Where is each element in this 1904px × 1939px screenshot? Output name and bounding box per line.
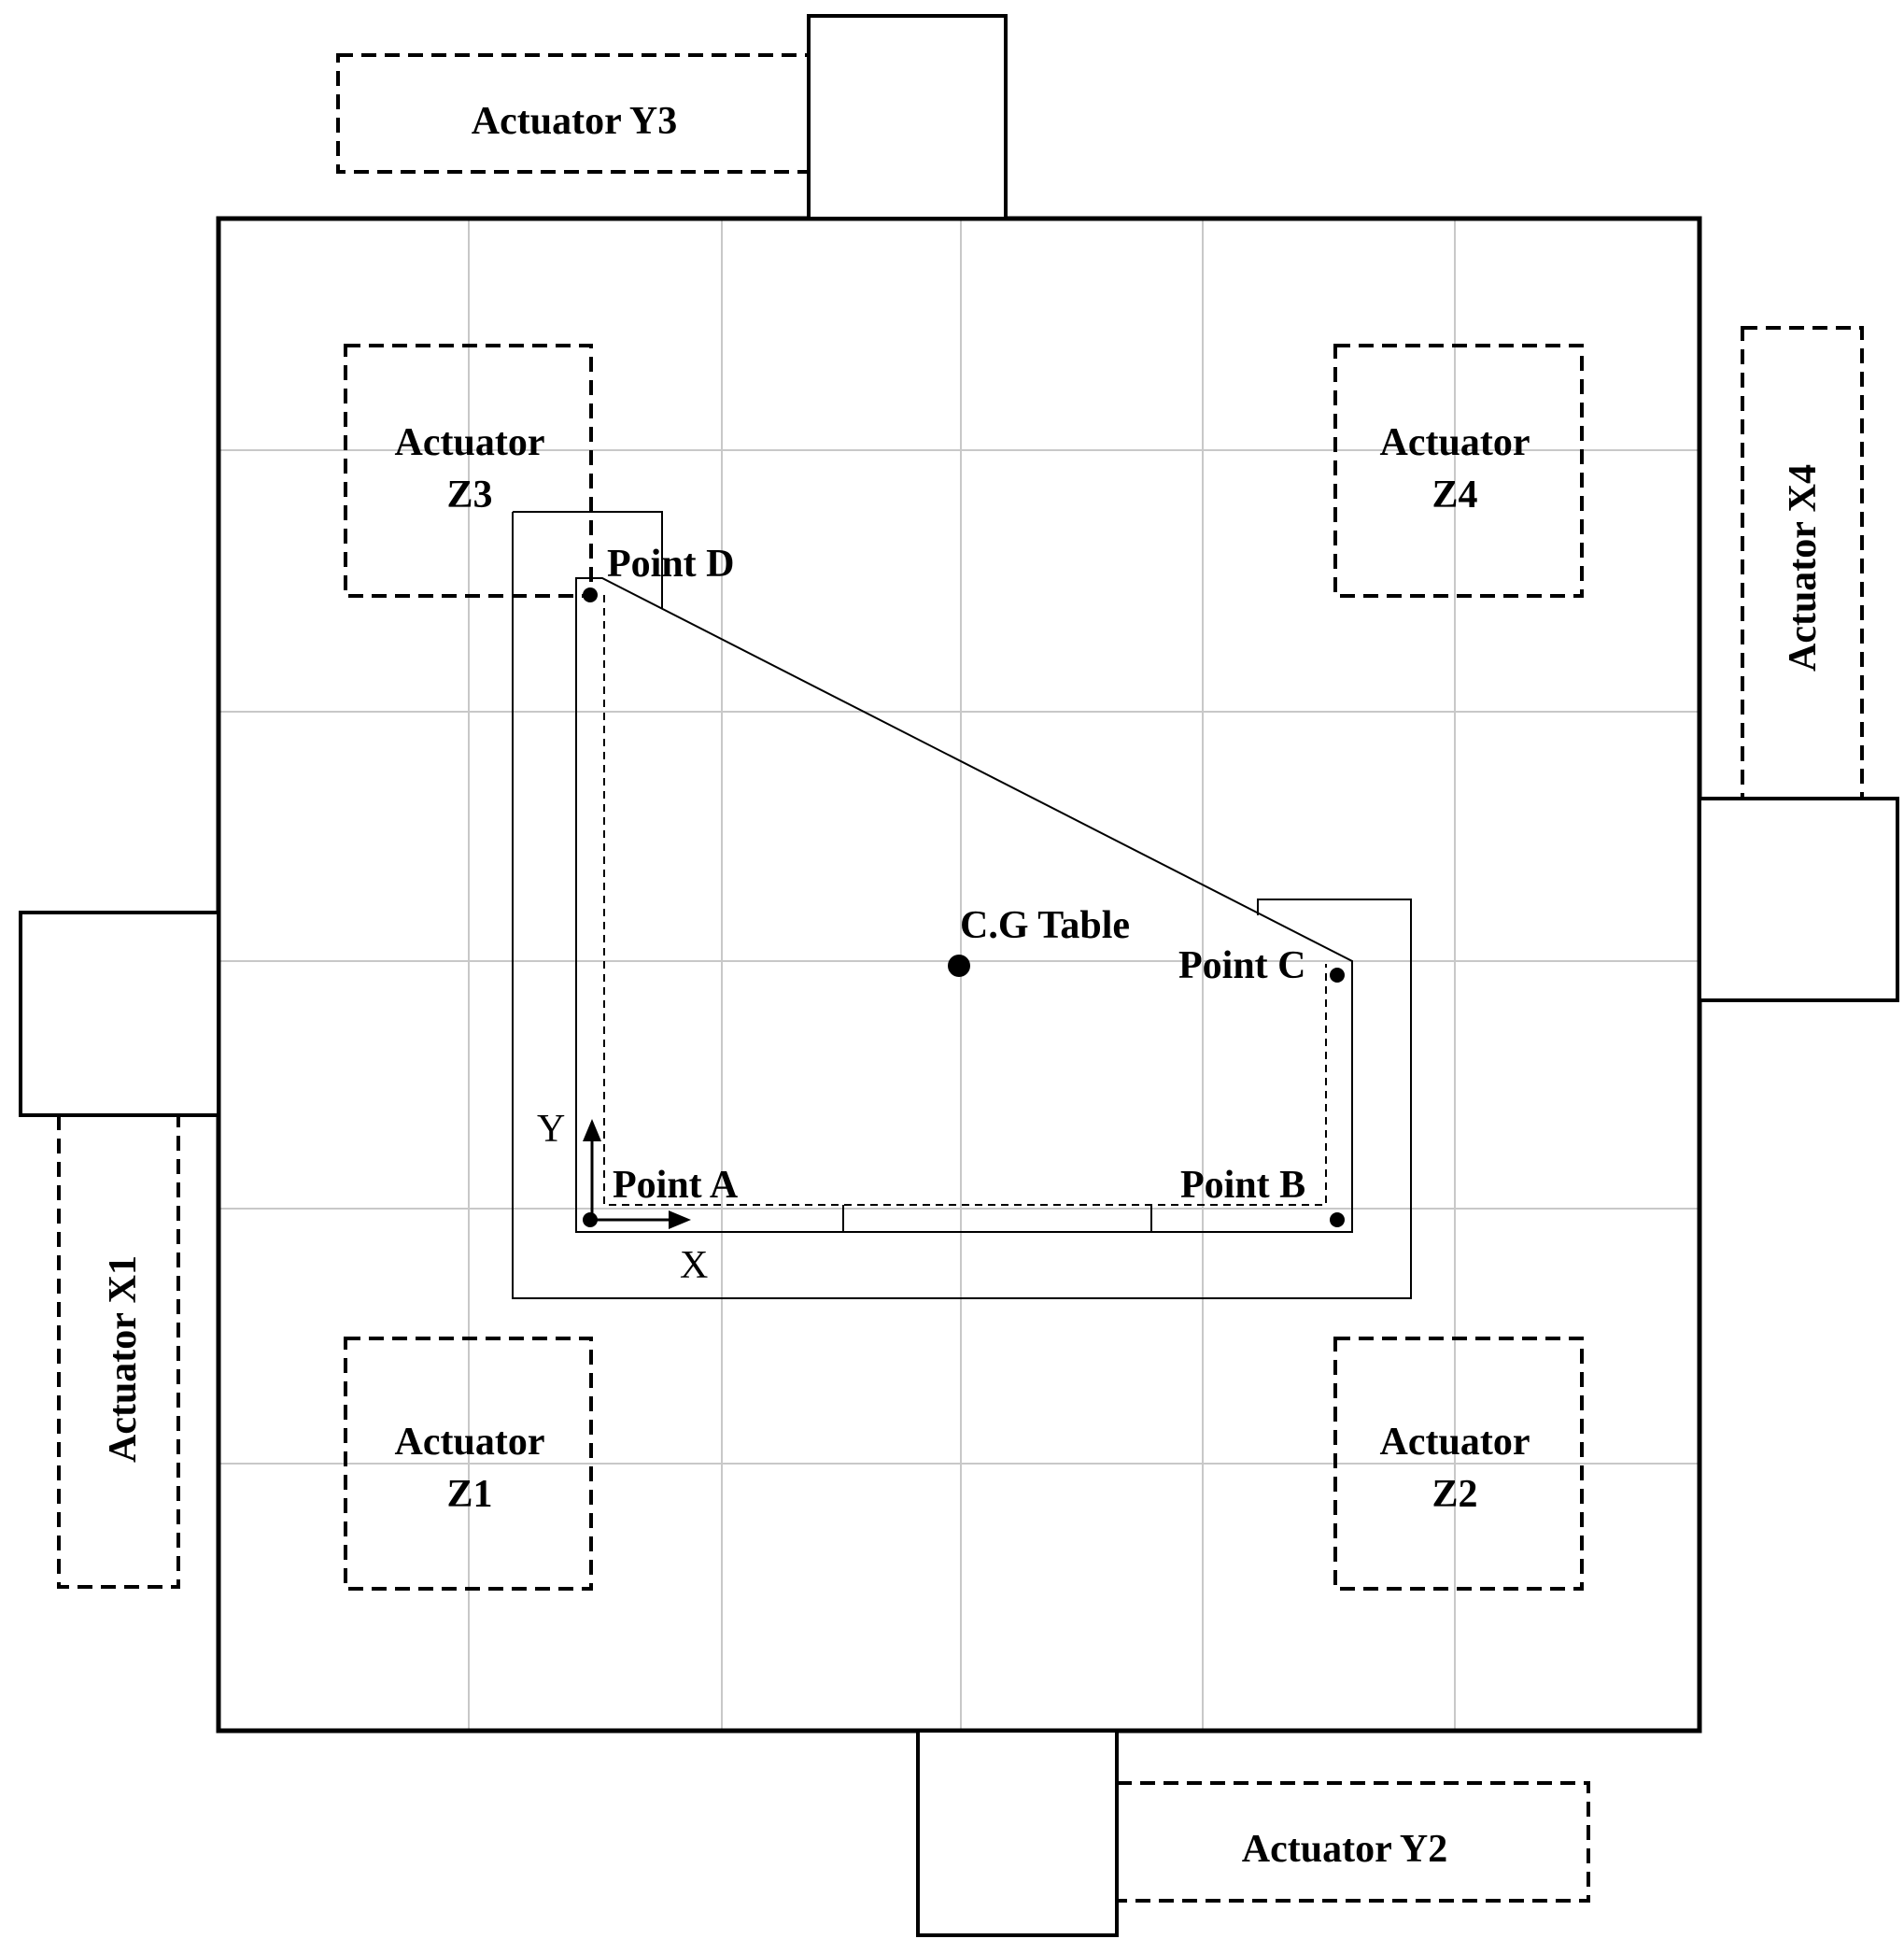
actuator-z1-label-line2: Z1 bbox=[446, 1473, 492, 1516]
actuator-z3-label-line1: Actuator bbox=[395, 421, 545, 464]
actuator-y3-label: Actuator Y3 bbox=[472, 100, 677, 143]
point-c-marker bbox=[1330, 968, 1345, 983]
actuator-y2-block bbox=[916, 1729, 1119, 1937]
actuator-z3-outline bbox=[344, 344, 593, 598]
cg-table-label: C.G Table bbox=[960, 904, 1130, 947]
actuator-z3-label-line2: Z3 bbox=[446, 474, 492, 517]
x-axis-label: X bbox=[680, 1244, 708, 1287]
axis-arrows bbox=[583, 1119, 691, 1229]
actuator-y3-block bbox=[807, 14, 1008, 220]
specimen-base-outline bbox=[512, 511, 1412, 1299]
actuator-z4-label-line2: Z4 bbox=[1432, 474, 1477, 517]
table-grid bbox=[220, 220, 1699, 1729]
specimen-outline bbox=[575, 577, 1353, 1233]
actuator-z2-label-line2: Z2 bbox=[1432, 1473, 1477, 1516]
point-c-label: Point C bbox=[1178, 944, 1306, 987]
actuator-z4-outline bbox=[1333, 344, 1584, 598]
actuator-z4-label-line1: Actuator bbox=[1380, 421, 1530, 464]
actuator-y2-outline bbox=[1115, 1781, 1590, 1903]
actuator-z1-outline bbox=[344, 1337, 593, 1591]
actuator-z2-label-line1: Actuator bbox=[1380, 1421, 1530, 1464]
actuator-z2-outline bbox=[1333, 1337, 1584, 1591]
x-axis-arrowhead bbox=[669, 1210, 691, 1229]
actuator-x4-block bbox=[1698, 797, 1899, 1002]
actuator-x1-block bbox=[19, 911, 220, 1117]
y-axis-label: Y bbox=[537, 1108, 565, 1151]
y-axis-arrowhead bbox=[583, 1119, 601, 1141]
actuator-x1-label: Actuator X1 bbox=[102, 1255, 145, 1463]
actuator-x4-label: Actuator X4 bbox=[1782, 464, 1825, 672]
actuator-x4-outline bbox=[1741, 326, 1864, 800]
point-b-marker bbox=[1330, 1212, 1345, 1227]
specimen-inner-dashed bbox=[603, 595, 1327, 1206]
cg-table-marker bbox=[948, 955, 970, 977]
point-d-label: Point D bbox=[607, 543, 735, 586]
point-b-label: Point B bbox=[1180, 1164, 1305, 1207]
actuator-y3-outline bbox=[336, 53, 811, 174]
point-a-label: Point A bbox=[613, 1164, 739, 1207]
actuator-z1-label-line1: Actuator bbox=[395, 1421, 545, 1464]
point-d-marker bbox=[583, 587, 598, 602]
point-a-marker bbox=[583, 1212, 598, 1227]
actuator-x1-outline bbox=[57, 1113, 180, 1589]
actuator-y2-label: Actuator Y2 bbox=[1242, 1828, 1447, 1871]
